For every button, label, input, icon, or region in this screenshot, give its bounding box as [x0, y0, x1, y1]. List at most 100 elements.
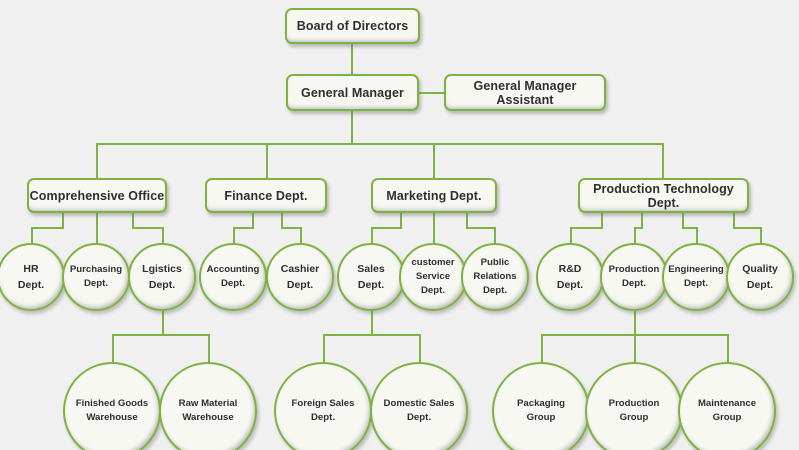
- node-engineering-dept[interactable]: Engineering Dept.: [662, 243, 730, 311]
- connector-fin-stub-accounting: [252, 212, 254, 228]
- node-customer-service-dept-line1: customer: [411, 257, 455, 269]
- node-purchasing-dept-line1: Purchasing: [69, 264, 123, 276]
- node-production-group-line2: Group: [619, 412, 649, 423]
- connector-level3-bus: [96, 143, 662, 145]
- node-production-technology-dept[interactable]: Production Technology Dept.: [578, 178, 749, 213]
- node-domestic-sales-dept-line2: Dept.: [407, 412, 431, 423]
- node-marketing-dept[interactable]: Marketing Dept.: [371, 178, 497, 213]
- node-production-dept[interactable]: Production Dept.: [600, 243, 668, 311]
- connector-pt-stub-engineering: [682, 212, 684, 228]
- node-cashier-dept-line1: Cashier: [280, 262, 320, 275]
- node-purchasing-dept-line2: Dept.: [84, 278, 108, 289]
- node-finished-goods-warehouse-line2: Warehouse: [86, 412, 138, 423]
- node-sales-dept[interactable]: Sales Dept.: [337, 243, 405, 311]
- connector-pt-drop-engineering: [696, 227, 698, 245]
- connector-board-to-gm: [351, 43, 353, 75]
- node-engineering-dept-line2: Dept.: [684, 278, 708, 289]
- connector-logistics-down: [162, 310, 164, 335]
- connector-bus-to-foreign-sales: [323, 334, 325, 364]
- connector-gm-to-assistant: [418, 92, 446, 94]
- connector-mkt-drop-sales: [371, 227, 373, 245]
- node-finished-goods-warehouse[interactable]: Finished Goods Warehouse: [63, 362, 161, 450]
- connector-co-stub-hr: [62, 212, 64, 228]
- node-foreign-sales-dept-line2: Dept.: [311, 412, 335, 423]
- node-public-relations-dept[interactable]: Public Relations Dept.: [461, 243, 529, 311]
- node-general-manager[interactable]: General Manager: [286, 74, 419, 111]
- connector-pt-drop-quality: [760, 227, 762, 245]
- node-domestic-sales-dept-line1: Domestic Sales: [383, 398, 455, 410]
- connector-co-stub-purchasing: [96, 212, 98, 245]
- connector-pt-stub-quality: [733, 212, 735, 228]
- node-quality-dept-line1: Quality: [742, 262, 778, 275]
- node-quality-dept[interactable]: Quality Dept.: [726, 243, 794, 311]
- node-customer-service-dept-line2: Service: [415, 271, 451, 283]
- node-accounting-dept[interactable]: Accounting Dept.: [199, 243, 267, 311]
- connector-bus-to-finished-goods: [112, 334, 114, 364]
- node-maintenance-group[interactable]: Maintenance Group: [678, 362, 776, 450]
- node-production-dept-line2: Dept.: [622, 278, 646, 289]
- connector-pt-stub-rnd: [601, 212, 603, 228]
- node-rnd-dept-line2: Dept.: [556, 279, 584, 291]
- connector-co-elbow-logistics: [132, 227, 164, 229]
- connector-co-stub-logistics: [132, 212, 134, 228]
- node-raw-material-warehouse[interactable]: Raw Material Warehouse: [159, 362, 257, 450]
- node-public-relations-dept-line1: Public: [480, 257, 510, 269]
- connector-pt-stub-production: [641, 212, 643, 228]
- node-cashier-dept[interactable]: Cashier Dept.: [266, 243, 334, 311]
- connector-warehouse-bus: [112, 334, 210, 336]
- node-logistics-dept-line2: Dept.: [148, 279, 176, 291]
- connector-fin-stub-cashier: [281, 212, 283, 228]
- node-board-of-directors[interactable]: Board of Directors: [285, 8, 420, 44]
- node-accounting-dept-line2: Dept.: [221, 278, 245, 289]
- node-sales-dept-line1: Sales: [357, 262, 385, 275]
- connector-bus-to-packaging-group: [541, 334, 543, 364]
- connector-gm-down: [351, 110, 353, 144]
- node-sales-dept-line2: Dept.: [357, 279, 385, 291]
- connector-co-elbow-hr: [31, 227, 64, 229]
- connector-co-drop-hr: [31, 227, 33, 245]
- node-purchasing-dept[interactable]: Purchasing Dept.: [62, 243, 130, 311]
- connector-pt-elbow-quality: [733, 227, 762, 229]
- connector-fin-drop-cashier: [300, 227, 302, 245]
- connector-pt-elbow-rnd: [570, 227, 603, 229]
- node-public-relations-dept-line3: Dept.: [483, 284, 507, 296]
- connector-mkt-stub-public-relations: [466, 212, 468, 228]
- node-cashier-dept-line2: Dept.: [286, 279, 314, 291]
- connector-bus-to-marketing: [433, 143, 435, 179]
- node-logistics-dept-line1: Lgistics: [142, 262, 182, 275]
- node-finance-dept[interactable]: Finance Dept.: [205, 178, 327, 213]
- node-engineering-dept-line1: Engineering: [668, 264, 724, 276]
- node-raw-material-warehouse-line1: Raw Material: [178, 398, 238, 410]
- node-hr-dept[interactable]: HR Dept.: [0, 243, 65, 311]
- connector-bus-to-raw-material: [208, 334, 210, 364]
- connector-mkt-drop-public-relations: [494, 227, 496, 245]
- node-maintenance-group-line2: Group: [712, 412, 742, 423]
- node-foreign-sales-dept[interactable]: Foreign Sales Dept.: [274, 362, 372, 450]
- node-production-group[interactable]: Production Group: [585, 362, 683, 450]
- node-packaging-group-line2: Group: [526, 412, 556, 423]
- node-hr-dept-line2: Dept.: [17, 279, 45, 291]
- connector-fin-drop-accounting: [233, 227, 235, 245]
- connector-mkt-elbow-public-relations: [466, 227, 496, 229]
- connector-pt-elbow-engineering: [682, 227, 698, 229]
- node-customer-service-dept[interactable]: customer Service Dept.: [399, 243, 467, 311]
- node-logistics-dept[interactable]: Lgistics Dept.: [128, 243, 196, 311]
- node-domestic-sales-dept[interactable]: Domestic Sales Dept.: [370, 362, 468, 450]
- node-production-group-line1: Production: [608, 398, 660, 410]
- connector-fin-elbow-accounting: [233, 227, 254, 229]
- connector-sales-down: [371, 310, 373, 335]
- connector-bus-to-finance: [266, 143, 268, 179]
- node-rnd-dept-line1: R&D: [558, 262, 582, 275]
- node-accounting-dept-line1: Accounting: [206, 264, 260, 276]
- node-general-manager-assistant[interactable]: General Manager Assistant: [444, 74, 606, 111]
- node-comprehensive-office[interactable]: Comprehensive Office: [27, 178, 167, 213]
- node-rnd-dept[interactable]: R&D Dept.: [536, 243, 604, 311]
- connector-co-drop-logistics: [162, 227, 164, 245]
- node-customer-service-dept-line3: Dept.: [421, 284, 445, 296]
- connector-pt-drop-production: [634, 227, 636, 245]
- node-maintenance-group-line1: Maintenance: [697, 398, 757, 410]
- node-packaging-group[interactable]: Packaging Group: [492, 362, 590, 450]
- node-hr-dept-line1: HR: [23, 262, 39, 275]
- connector-pt-drop-rnd: [570, 227, 572, 245]
